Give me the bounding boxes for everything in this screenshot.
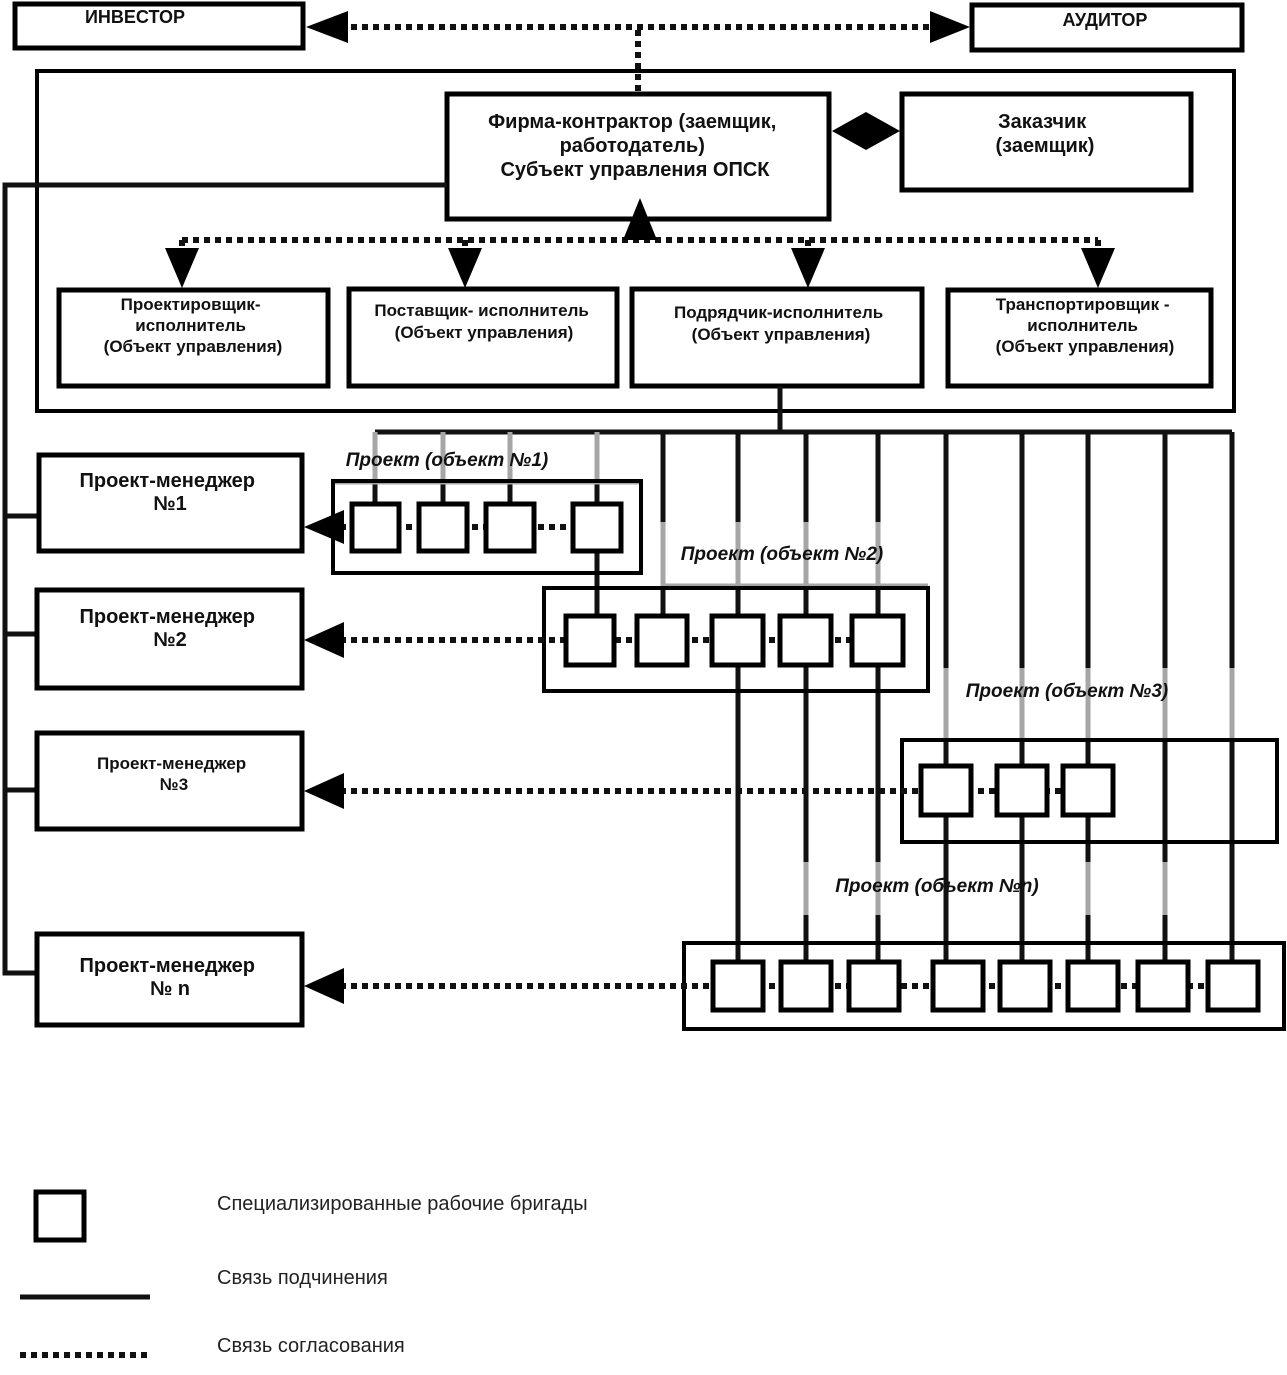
pm3-line-1: Проект-менеджер xyxy=(97,754,246,773)
contractor-line-3: Субъект управления ОПСК xyxy=(500,159,770,181)
arrow-to-investor xyxy=(306,11,348,43)
pmn-line-1: Проект-менеджер xyxy=(79,955,254,977)
brigade-pn-3 xyxy=(846,959,902,1013)
designer-line-2: исполнитель xyxy=(135,316,246,335)
contractor-box xyxy=(444,91,832,222)
investor-box xyxy=(12,1,306,51)
customer-line-1: Заказчик xyxy=(998,111,1087,133)
arrow-to-designer xyxy=(165,248,199,288)
customer-box xyxy=(899,91,1194,193)
brigade-p3-1 xyxy=(918,763,974,818)
designer-box xyxy=(56,287,331,389)
customer-text: Заказчик (заемщик) xyxy=(996,111,1095,157)
auditor-box xyxy=(969,2,1245,53)
legend: Специализированные рабочие бригады Связь… xyxy=(20,1189,588,1358)
management-system-frame xyxy=(35,69,1236,413)
project-manager-1-box xyxy=(36,452,305,554)
project-manager-3-text: Проект-менеджер №3 xyxy=(97,754,251,794)
legend-coordination-label: Связь согласования xyxy=(217,1335,405,1357)
supplier-line-1: Поставщик- исполнитель xyxy=(374,301,588,320)
brigade-p2-1 xyxy=(563,613,617,668)
arrow-to-pm3 xyxy=(304,773,344,809)
brigade-p2-3 xyxy=(709,613,766,668)
project-n-label: Проект (объект №n) xyxy=(835,876,1039,897)
transporter-line-1: Транспортировщик - xyxy=(996,295,1170,314)
pm2-line-1: Проект-менеджер xyxy=(79,606,254,628)
brigade-p1-3 xyxy=(483,501,537,554)
transporter-line-2: исполнитель xyxy=(1027,316,1138,335)
arrow-to-supplier xyxy=(448,248,482,288)
builder-line-1: Подрядчик-исполнитель xyxy=(674,303,883,322)
brigade-pn-6 xyxy=(1065,959,1121,1013)
supplier-line-2: (Объект управления) xyxy=(395,323,574,342)
transporter-box xyxy=(945,287,1214,389)
project-manager-n-text: Проект-менеджер № n xyxy=(79,955,260,1000)
arrow-to-pmn xyxy=(304,968,344,1004)
brigade-p1-4 xyxy=(570,501,624,554)
brigade-p2-4 xyxy=(777,613,834,668)
pm3-line-2: №3 xyxy=(160,775,188,794)
project-manager-1-text: Проект-менеджер №1 xyxy=(79,470,260,515)
arrow-to-contractor xyxy=(623,198,657,240)
investor-label: ИНВЕСТОР xyxy=(85,7,185,27)
brigade-p1-1 xyxy=(349,501,402,554)
arrow-to-auditor xyxy=(930,11,970,43)
brigade-pn-1 xyxy=(710,959,766,1013)
transporter-text: Транспортировщик - исполнитель (Объект у… xyxy=(996,295,1175,356)
builder-line-2: (Объект управления) xyxy=(692,325,871,344)
arrow-to-pm1 xyxy=(304,510,344,544)
manager-subordination-bus xyxy=(2,182,447,976)
brigade-pn-4 xyxy=(930,959,986,1013)
legend-brigades-label: Специализированные рабочие бригады xyxy=(217,1193,588,1215)
contractor-line-1: Фирма-контрактор (заемщик, xyxy=(488,111,776,133)
legend-brigade-symbol xyxy=(33,1189,87,1243)
arrow-to-transporter xyxy=(1081,248,1115,288)
arrow-to-builder xyxy=(791,248,825,288)
project-2-label: Проект (объект №2) xyxy=(681,544,883,565)
builder-box xyxy=(629,286,925,389)
project-manager-2-text: Проект-менеджер №2 xyxy=(79,606,260,651)
project-manager-2-box xyxy=(34,587,305,691)
contractor-text: Фирма-контрактор (заемщик, работодатель)… xyxy=(488,111,782,181)
arrow-to-pm2 xyxy=(304,622,344,658)
builder-text: Подрядчик-исполнитель (Объект управления… xyxy=(674,303,888,344)
brigade-pn-2 xyxy=(778,959,834,1013)
brigade-pn-8 xyxy=(1205,959,1261,1013)
brigade-pn-5 xyxy=(997,959,1053,1013)
project-1-label: Проект (объект №1) xyxy=(346,450,548,471)
pm1-line-1: Проект-менеджер xyxy=(79,470,254,492)
brigade-p1-2 xyxy=(416,501,470,554)
pm1-line-2: №1 xyxy=(153,493,186,515)
brigade-p2-5 xyxy=(849,613,906,668)
project-manager-n-box xyxy=(34,931,305,1028)
designer-line-3: (Объект управления) xyxy=(104,337,283,356)
customer-line-2: (заемщик) xyxy=(996,135,1095,157)
brigade-p3-3 xyxy=(1060,763,1116,818)
designer-text: Проектировщик- исполнитель (Объект управ… xyxy=(104,295,283,356)
brigade-p2-2 xyxy=(634,613,690,668)
brigade-p3-2 xyxy=(994,763,1050,818)
supplier-text: Поставщик- исполнитель (Объект управлени… xyxy=(374,301,593,342)
contractor-line-2: работодатель) xyxy=(560,135,705,157)
supplier-box xyxy=(346,286,620,389)
pm2-line-2: №2 xyxy=(153,629,186,651)
auditor-label: АУДИТОР xyxy=(1063,10,1148,30)
brigade-pn-7 xyxy=(1135,959,1191,1013)
designer-line-1: Проектировщик- xyxy=(121,295,261,314)
legend-subordination-label: Связь подчинения xyxy=(217,1267,388,1289)
project-3-label: Проект (объект №3) xyxy=(966,681,1168,702)
pmn-line-2: № n xyxy=(150,978,190,1000)
transporter-line-3: (Объект управления) xyxy=(996,337,1175,356)
contractor-customer-link xyxy=(832,112,900,150)
project-manager-3-box xyxy=(34,730,305,832)
